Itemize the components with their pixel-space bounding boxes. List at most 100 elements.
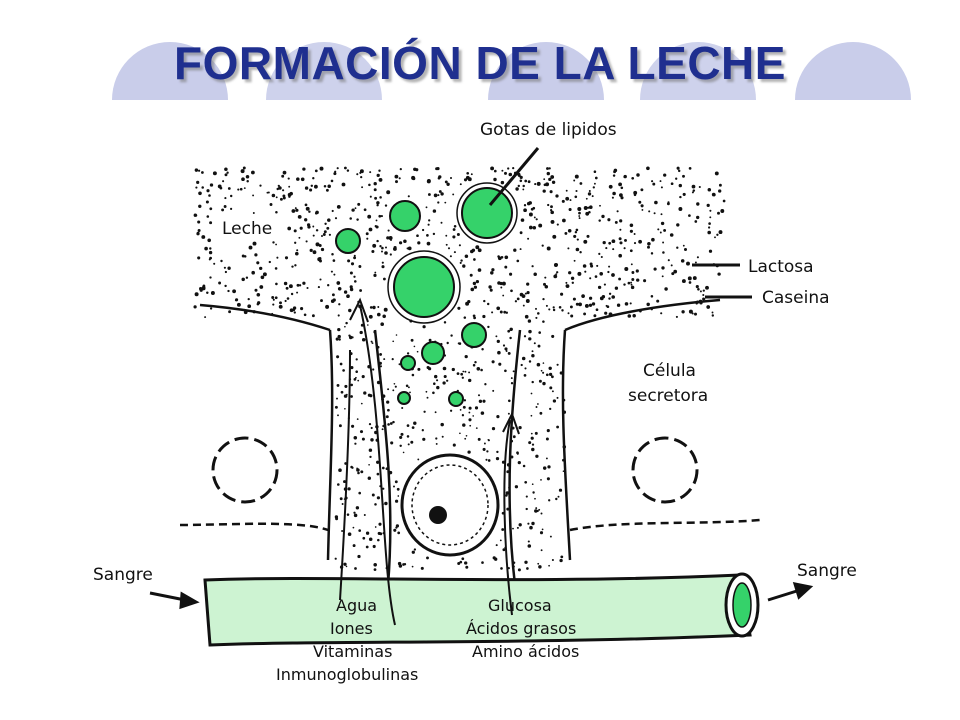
stipple-dot — [392, 340, 395, 343]
stipple-dot — [378, 169, 381, 172]
stipple-dot — [511, 426, 515, 430]
stipple-dot — [312, 250, 317, 255]
stipple-dot — [227, 289, 230, 293]
stipple-dot — [197, 220, 201, 224]
stipple-dot — [218, 281, 222, 285]
stipple-dot — [587, 192, 592, 196]
stipple-dot — [440, 192, 444, 196]
stipple-dot — [357, 379, 360, 382]
stipple-dot — [707, 187, 712, 192]
stipple-dot — [349, 285, 353, 289]
stipple-dot — [417, 367, 421, 371]
stipple-dot — [274, 267, 278, 270]
stipple-dot — [545, 457, 548, 460]
stipple-dot — [339, 497, 343, 501]
stipple-dot — [371, 342, 374, 344]
stipple-dot — [475, 245, 480, 250]
stipple-dot — [548, 167, 551, 170]
stipple-dot — [487, 438, 490, 441]
stipple-dot — [438, 190, 442, 193]
stipple-dot — [526, 282, 530, 286]
stipple-dot — [304, 186, 309, 190]
milk-stipple — [193, 166, 726, 320]
stipple-dot — [331, 293, 335, 297]
stipple-dot — [336, 355, 340, 359]
stipple-dot — [384, 501, 388, 506]
stipple-dot — [660, 312, 663, 315]
stipple-dot — [360, 175, 363, 179]
stipple-dot — [341, 182, 346, 187]
stipple-dot — [519, 292, 524, 297]
stipple-dot — [353, 254, 356, 257]
stipple-dot — [459, 261, 462, 264]
stipple-dot — [547, 465, 551, 469]
stipple-dot — [426, 396, 429, 399]
dashed-vesicles — [211, 436, 699, 504]
stipple-dot — [464, 561, 468, 565]
stipple-dot — [240, 169, 245, 174]
stipple-dot — [623, 283, 626, 286]
stipple-dot — [304, 218, 308, 222]
stipple-dot — [344, 325, 346, 328]
stipple-dot — [535, 218, 538, 221]
stipple-dot — [630, 283, 633, 286]
stipple-dot — [633, 233, 636, 235]
stipple-dot — [592, 186, 595, 189]
stipple-dot — [716, 233, 719, 236]
stipple-dot — [512, 435, 516, 439]
stipple-dot — [659, 180, 662, 183]
stipple-dot — [556, 363, 559, 366]
stipple-dot — [359, 171, 362, 174]
stipple-dot — [278, 186, 282, 190]
stipple-dot — [586, 234, 590, 238]
stipple-dot — [407, 195, 410, 198]
stipple-dot — [223, 205, 227, 208]
stipple-dot — [718, 183, 722, 187]
stipple-dot — [517, 568, 521, 572]
stipple-dot — [461, 376, 464, 379]
stipple-dot — [520, 363, 523, 367]
stipple-dot — [481, 348, 484, 351]
stipple-dot — [502, 294, 505, 297]
stipple-dot — [247, 304, 252, 309]
label-secretory-cell-line2: secretora — [628, 386, 708, 406]
stipple-dot — [363, 513, 366, 517]
stipple-dot — [663, 173, 667, 177]
stipple-dot — [535, 454, 539, 458]
cell-cytoplasm-stipple — [334, 319, 567, 572]
stipple-dot — [631, 271, 635, 274]
stipple-dot — [365, 545, 369, 549]
stipple-dot — [706, 305, 711, 309]
stipple-dot — [619, 193, 623, 197]
stipple-dot — [548, 499, 551, 502]
stipple-dot — [711, 314, 714, 317]
blood-out-arrow — [767, 588, 801, 602]
stipple-dot — [417, 458, 420, 461]
stipple-dot — [601, 214, 605, 219]
stipple-dot — [355, 376, 357, 379]
stipple-dot — [548, 372, 553, 377]
stipple-dot — [312, 177, 315, 180]
stipple-dot — [213, 262, 216, 265]
stipple-dot — [376, 345, 380, 349]
stipple-dot — [428, 338, 432, 342]
input-left-item: Inmunoglobulinas — [276, 665, 418, 684]
stipple-dot — [492, 389, 495, 392]
stipple-dot — [287, 226, 292, 231]
stipple-dot — [389, 253, 392, 256]
stipple-dot — [470, 173, 473, 176]
stipple-dot — [395, 180, 398, 184]
stipple-dot — [206, 189, 210, 193]
stipple-dot — [327, 184, 331, 189]
stipple-dot — [647, 242, 651, 246]
stipple-dot — [528, 212, 533, 217]
stipple-dot — [298, 236, 301, 239]
stipple-dot — [482, 447, 486, 451]
stipple-dot — [351, 424, 355, 428]
stipple-dot — [468, 406, 472, 410]
stipple-dot — [421, 228, 425, 232]
stipple-dot — [395, 524, 400, 528]
stipple-dot — [507, 412, 510, 415]
stipple-dot — [578, 217, 581, 220]
stipple-dot — [702, 297, 706, 301]
